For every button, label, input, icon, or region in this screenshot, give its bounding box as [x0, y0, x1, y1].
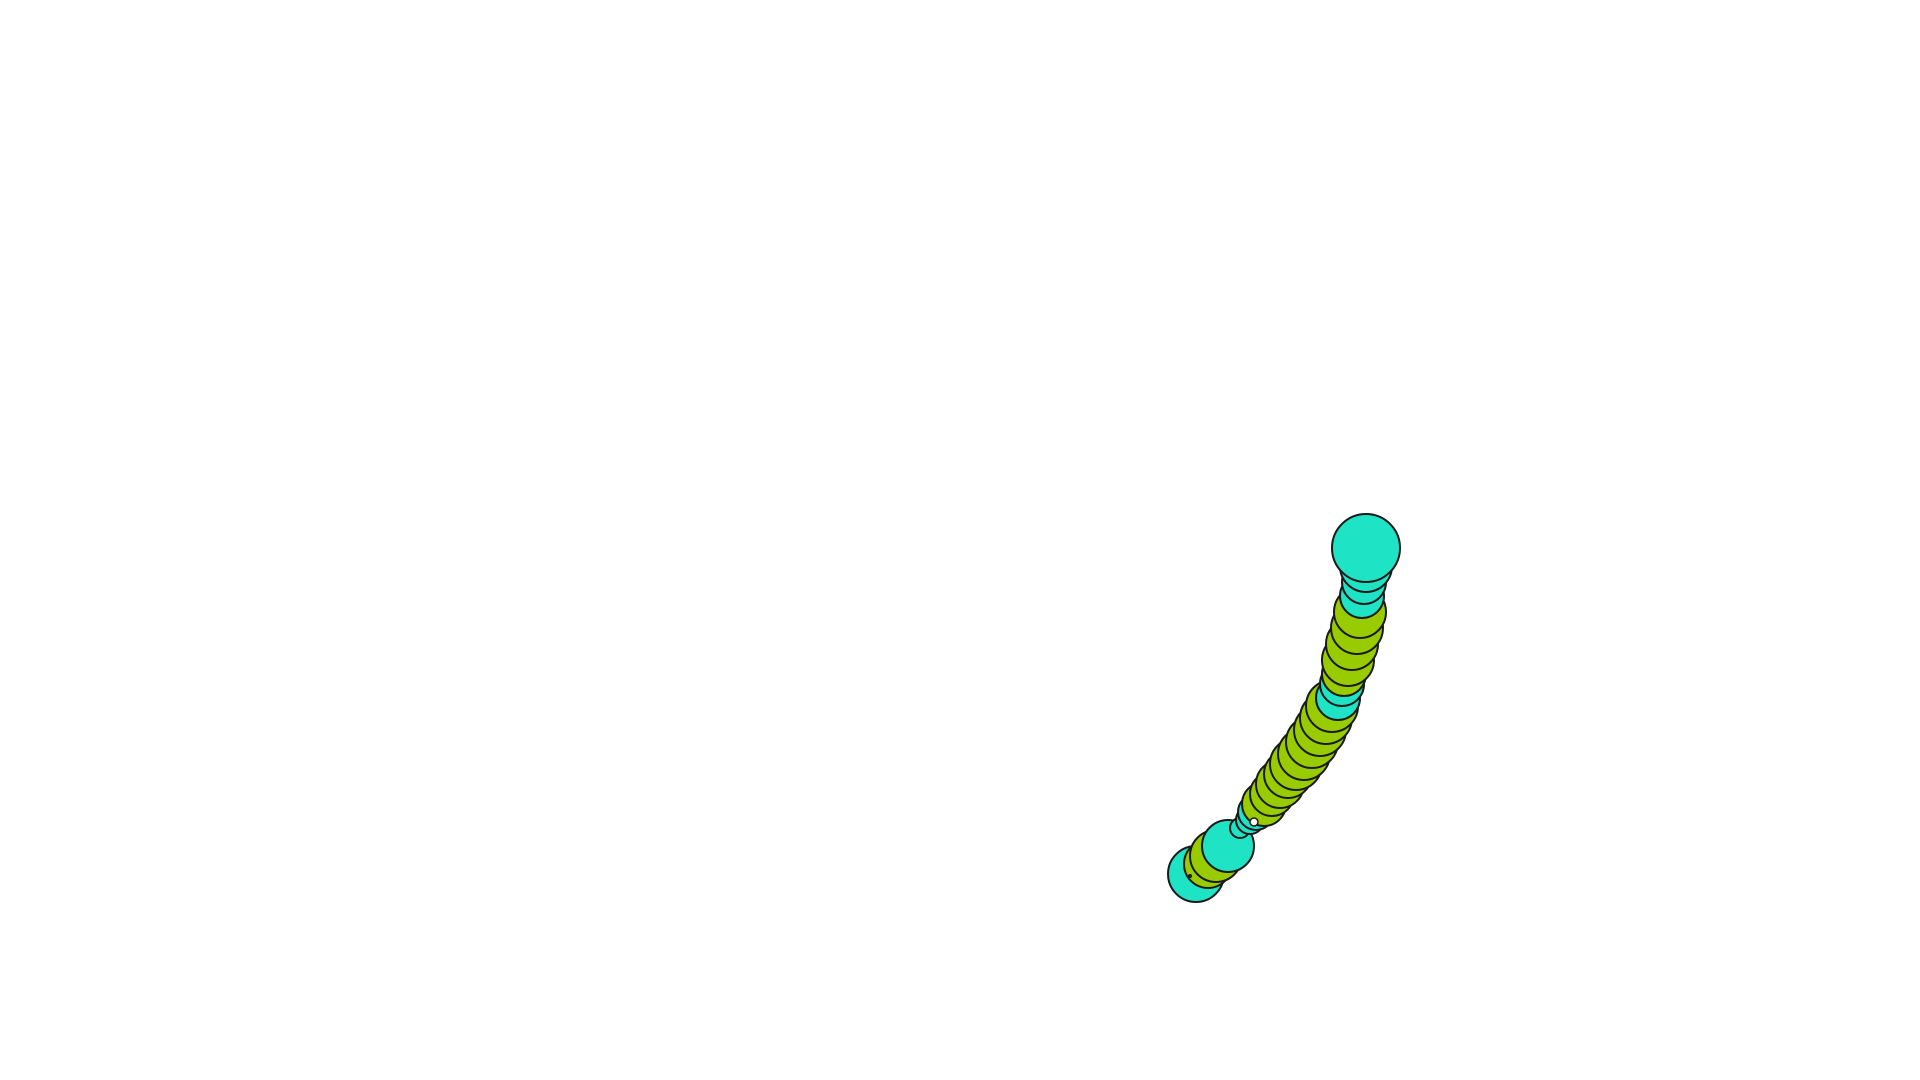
- worm-segment: [1331, 513, 1401, 583]
- worm-segments: [1167, 513, 1401, 903]
- tail-dot-marker: [1188, 874, 1192, 878]
- segment-ring-marker: [1249, 817, 1259, 827]
- worm-markers: [1188, 817, 1259, 878]
